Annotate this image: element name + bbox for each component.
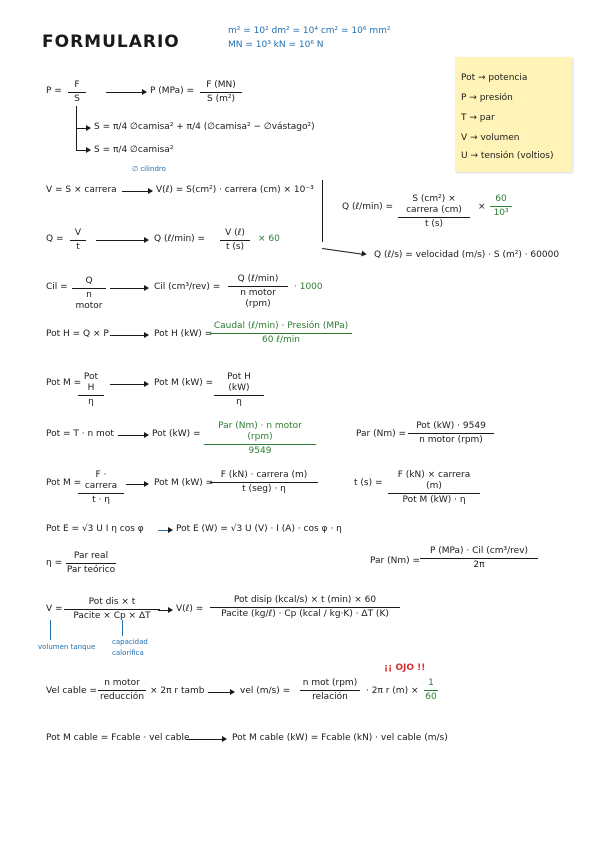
formula-tail: · 2π r (m) × <box>366 686 419 696</box>
legend-item: U → tensión (voltios) <box>461 151 554 161</box>
formula-lhs: Q = <box>46 234 64 244</box>
unit-conversion-area: m² = 10² dm² = 10⁴ cm² = 10⁶ mm² <box>228 26 391 36</box>
formula-lhs: V = <box>46 604 63 614</box>
formula-rhs: V(ℓ) = <box>176 604 204 614</box>
legend-item: P → presión <box>461 93 513 103</box>
arrow <box>158 527 173 533</box>
formula-rhs: Pot E (W) = √3 U (V) · I (A) · cos φ · η <box>176 524 342 534</box>
formula-rhs: Pot (kW) = <box>152 429 201 439</box>
formula-lhs: Pot = T · n mot <box>46 429 114 439</box>
formula-rhs: Pot M (kW) = <box>154 478 214 488</box>
formula-lhs: η = <box>46 558 63 568</box>
formula-rhs: Pot M cable (kW) = Fcable (kN) · vel cab… <box>232 733 448 743</box>
formula-time-lhs: t (s) = <box>354 478 383 488</box>
fraction: V (ℓ)t (s) <box>220 228 250 253</box>
formula-lhs: Pot M = <box>46 378 82 388</box>
legend-note: Pot → potencia P → presión T → par V → v… <box>455 57 572 172</box>
formula-op: × 2π r tamb <box>150 686 205 696</box>
formula-lhs: Pot H = Q × P <box>46 329 109 339</box>
legend-item: T → par <box>461 113 495 123</box>
unit-conversion-force: MN = 10³ kN = 10⁶ N <box>228 40 324 50</box>
fraction: n mot (rpm)relación <box>300 678 360 703</box>
formula-lhs: Q (ℓ/min) = <box>342 202 394 212</box>
formula-lhs: Pot M = <box>46 478 82 488</box>
fraction: F (kN) × carrera (m)Pot M (kW) · η <box>388 470 480 506</box>
page-title: FORMULARIO <box>42 32 180 52</box>
separator <box>322 180 323 242</box>
arrow <box>76 147 91 153</box>
formula-rhs: Pot H (kW) = <box>154 329 213 339</box>
warning-note: ¡¡ OJO !! <box>384 663 426 673</box>
arrow <box>96 237 149 243</box>
arrow <box>158 607 173 613</box>
arrow <box>110 381 149 387</box>
formula-op: × <box>478 202 486 212</box>
note-volume: volumen tanque <box>38 643 96 651</box>
note-heat-capacity: capacidad calorífica <box>112 638 148 657</box>
formula-rhs: P (MPa) = <box>150 86 195 96</box>
formula-area-annular: S = π/4 ∅camisa² + π/4 (∅camisa² − ∅vást… <box>94 122 315 132</box>
formula-torque-lhs: Par (Nm) = <box>356 429 407 439</box>
formula-area-circle: S = π/4 ∅camisa² <box>94 145 174 155</box>
fraction: F (MN)S (m²) <box>200 80 242 105</box>
annotation-line <box>50 620 51 640</box>
note-cilindro: ∅ cilindro <box>132 165 166 173</box>
formula-flow-velocity: Q (ℓ/s) = velocidad (m/s) · S (m²) · 600… <box>374 250 560 260</box>
arrow <box>122 188 153 194</box>
formula-lhs: Cil = <box>46 282 68 292</box>
arrow <box>118 432 149 438</box>
formula-lhs: V = S × carrera <box>46 185 117 195</box>
arrow <box>126 481 149 487</box>
formula-rhs: Cil (cm³/rev) = <box>154 282 221 292</box>
fraction: S (cm²) × carrera (cm)t (s) <box>398 194 470 230</box>
formula-rhs: V(ℓ) = S(cm²) · carrera (cm) × 10⁻³ <box>156 185 314 195</box>
formula-tail: · 1000 <box>294 282 323 292</box>
fraction: P (MPa) · Cil (cm³/rev)2π <box>420 546 538 571</box>
formula-rhs: vel (m/s) = <box>240 686 291 696</box>
fraction: F (kN) · carrera (m)t (seg) · η <box>210 470 318 495</box>
fraction: Par (Nm) · n motor (rpm)9549 <box>204 421 316 457</box>
legend-item: V → volumen <box>461 133 520 143</box>
arrow <box>186 736 227 742</box>
arrow <box>76 125 91 131</box>
formula-rhs: Pot M (kW) = <box>154 378 214 388</box>
formula-torque-lhs: Par (Nm) = <box>370 556 421 566</box>
formula-lhs: Pot E = √3 U I η cos φ <box>46 524 144 534</box>
annotation-line <box>122 620 123 636</box>
formula-tail: × 60 <box>258 234 280 244</box>
arrow <box>110 332 149 338</box>
arrow <box>106 89 147 95</box>
formula-rhs: Q (ℓ/min) = <box>154 234 206 244</box>
arrow <box>110 285 149 291</box>
fraction: Q (ℓ/min)n motor (rpm) <box>228 274 288 310</box>
arrow <box>321 248 366 256</box>
formula-lhs: Pot M cable = Fcable · vel cable <box>46 733 190 743</box>
formula-lhs: Vel cable = <box>46 686 97 696</box>
arrow <box>208 689 235 695</box>
legend-item: Pot → potencia <box>461 73 528 83</box>
fraction: Pot H (kW)η <box>214 372 264 408</box>
fraction: Caudal (ℓ/min) · Presión (MPa)60 ℓ/min <box>210 321 352 346</box>
formula-lhs: P = <box>46 86 62 96</box>
